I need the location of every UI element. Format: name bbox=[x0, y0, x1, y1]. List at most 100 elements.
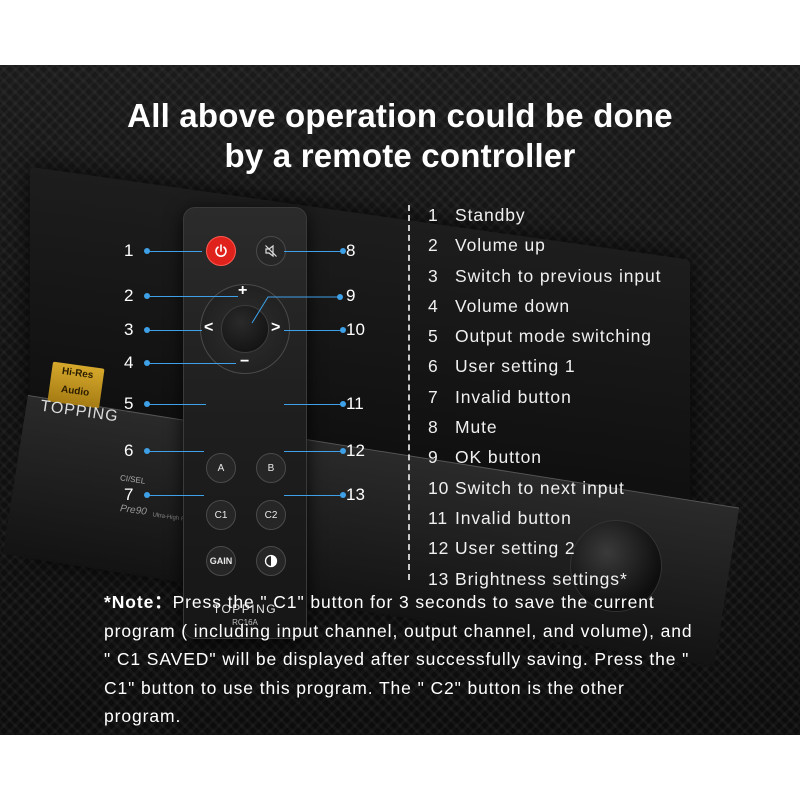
brightness-button bbox=[256, 546, 286, 576]
callout-dot bbox=[340, 248, 346, 254]
legend-label: Invalid button bbox=[455, 507, 572, 528]
note-text: Press the " C1" button for 3 seconds to … bbox=[104, 592, 693, 727]
callout-number: 4 bbox=[124, 353, 134, 372]
callout-dot bbox=[144, 492, 150, 498]
a-button: A bbox=[206, 453, 236, 483]
callout-dot bbox=[340, 327, 346, 333]
gain-button: GAIN bbox=[206, 546, 236, 576]
callout-line bbox=[146, 495, 204, 496]
volume-down-symbol: − bbox=[240, 353, 250, 370]
callout-dot bbox=[340, 401, 346, 407]
volume-up-symbol: + bbox=[238, 282, 248, 299]
note-label: *Note： bbox=[104, 592, 173, 612]
ok-button bbox=[221, 305, 269, 353]
legend-label: User setting 2 bbox=[455, 538, 576, 559]
legend-item: 6 User setting 1 bbox=[428, 351, 661, 381]
callout-dot bbox=[144, 248, 150, 254]
legend-number: 13 bbox=[428, 568, 450, 589]
legend-label: Brightness settings* bbox=[455, 568, 628, 589]
remote-controller: + − < > A B C1 C2 GAIN TOPPING RC16A bbox=[183, 207, 307, 639]
legend-number: 9 bbox=[428, 447, 439, 468]
half-circle-icon bbox=[264, 554, 278, 568]
callout-line bbox=[146, 330, 202, 331]
save-program-note: *Note：Press the " C1" button for 3 secon… bbox=[104, 588, 704, 731]
mute-icon bbox=[265, 244, 277, 258]
legend-number: 6 bbox=[428, 356, 439, 377]
callout-dot bbox=[144, 360, 150, 366]
power-icon bbox=[215, 244, 227, 257]
callout-number: 6 bbox=[124, 441, 134, 460]
callout-number: 13 bbox=[346, 485, 365, 504]
legend-label: User setting 1 bbox=[455, 356, 576, 377]
legend-label: Standby bbox=[455, 205, 526, 225]
power-button bbox=[206, 236, 236, 266]
legend-item: 1 Standby bbox=[428, 200, 661, 230]
callout-number: 10 bbox=[346, 320, 365, 339]
callout-line bbox=[284, 451, 344, 452]
callout-dot bbox=[144, 293, 150, 299]
legend-label: Invalid button bbox=[455, 386, 572, 407]
remote-model: RC16A bbox=[232, 618, 258, 627]
legend-label: OK button bbox=[455, 447, 542, 468]
legend-number: 8 bbox=[428, 417, 439, 438]
callout-dot bbox=[144, 448, 150, 454]
legend-number: 12 bbox=[428, 538, 450, 559]
legend-item: 5 Output mode switching bbox=[428, 321, 661, 351]
callout-number: 3 bbox=[124, 320, 134, 339]
legend-number: 2 bbox=[428, 235, 439, 256]
legend-number: 3 bbox=[428, 265, 439, 286]
legend-number: 11 bbox=[428, 507, 448, 528]
callout-line bbox=[146, 451, 204, 452]
next-input-symbol: > bbox=[271, 319, 281, 336]
remote-brand: TOPPING bbox=[212, 602, 278, 616]
callout-line bbox=[146, 296, 238, 297]
legend-item: 11 Invalid button bbox=[428, 503, 661, 533]
legend-number: 1 bbox=[428, 205, 439, 225]
legend-label: Output mode switching bbox=[455, 326, 652, 347]
legend-item: 7 Invalid button bbox=[428, 382, 661, 412]
legend-label: Volume up bbox=[455, 235, 546, 256]
button-legend: 1 Standby 2 Volume up 3 Switch to previous … bbox=[428, 200, 661, 594]
dashed-divider bbox=[408, 205, 410, 580]
callout-dot bbox=[144, 327, 150, 333]
callout-line bbox=[284, 495, 344, 496]
callout-line bbox=[284, 251, 344, 252]
previous-input-symbol: < bbox=[204, 319, 214, 336]
callout-dot bbox=[144, 401, 150, 407]
callout-number: 8 bbox=[346, 241, 356, 260]
c2-button: C2 bbox=[256, 500, 286, 530]
legend-item: 9 OK button bbox=[428, 442, 661, 472]
legend-label: Volume down bbox=[455, 295, 570, 316]
callout-number: 9 bbox=[346, 286, 356, 305]
c1-button: C1 bbox=[206, 500, 236, 530]
legend-number: 10 bbox=[428, 477, 450, 498]
legend-number: 5 bbox=[428, 326, 439, 347]
legend-number: 7 bbox=[428, 386, 439, 407]
legend-label: Switch to previous input bbox=[455, 265, 662, 286]
callout-dot bbox=[340, 492, 346, 498]
callout-number: 1 bbox=[124, 241, 134, 260]
callout-line bbox=[146, 363, 236, 364]
callout-number: 7 bbox=[124, 485, 134, 504]
product-banner: Hi-Res Audio TOPPING CI/SEL Pre90 Ultra-… bbox=[0, 65, 800, 735]
callout-line bbox=[284, 404, 344, 405]
mute-button bbox=[256, 236, 286, 266]
callout-line-ok bbox=[251, 294, 343, 324]
legend-number: 4 bbox=[428, 295, 439, 316]
headline-line2: by a remote controller bbox=[224, 137, 576, 174]
legend-label: Switch to next input bbox=[455, 477, 625, 498]
legend-item: 3 Switch to previous input bbox=[428, 261, 661, 291]
callout-number: 11 bbox=[346, 394, 364, 413]
volume-knob bbox=[570, 520, 662, 612]
callout-number: 2 bbox=[124, 286, 134, 305]
legend-item: 2 Volume up bbox=[428, 230, 661, 260]
legend-label: Mute bbox=[455, 417, 498, 438]
b-button: B bbox=[256, 453, 286, 483]
callout-dot bbox=[340, 448, 346, 454]
callout-line bbox=[146, 251, 202, 252]
callout-number: 5 bbox=[124, 394, 134, 413]
callout-line bbox=[146, 404, 206, 405]
